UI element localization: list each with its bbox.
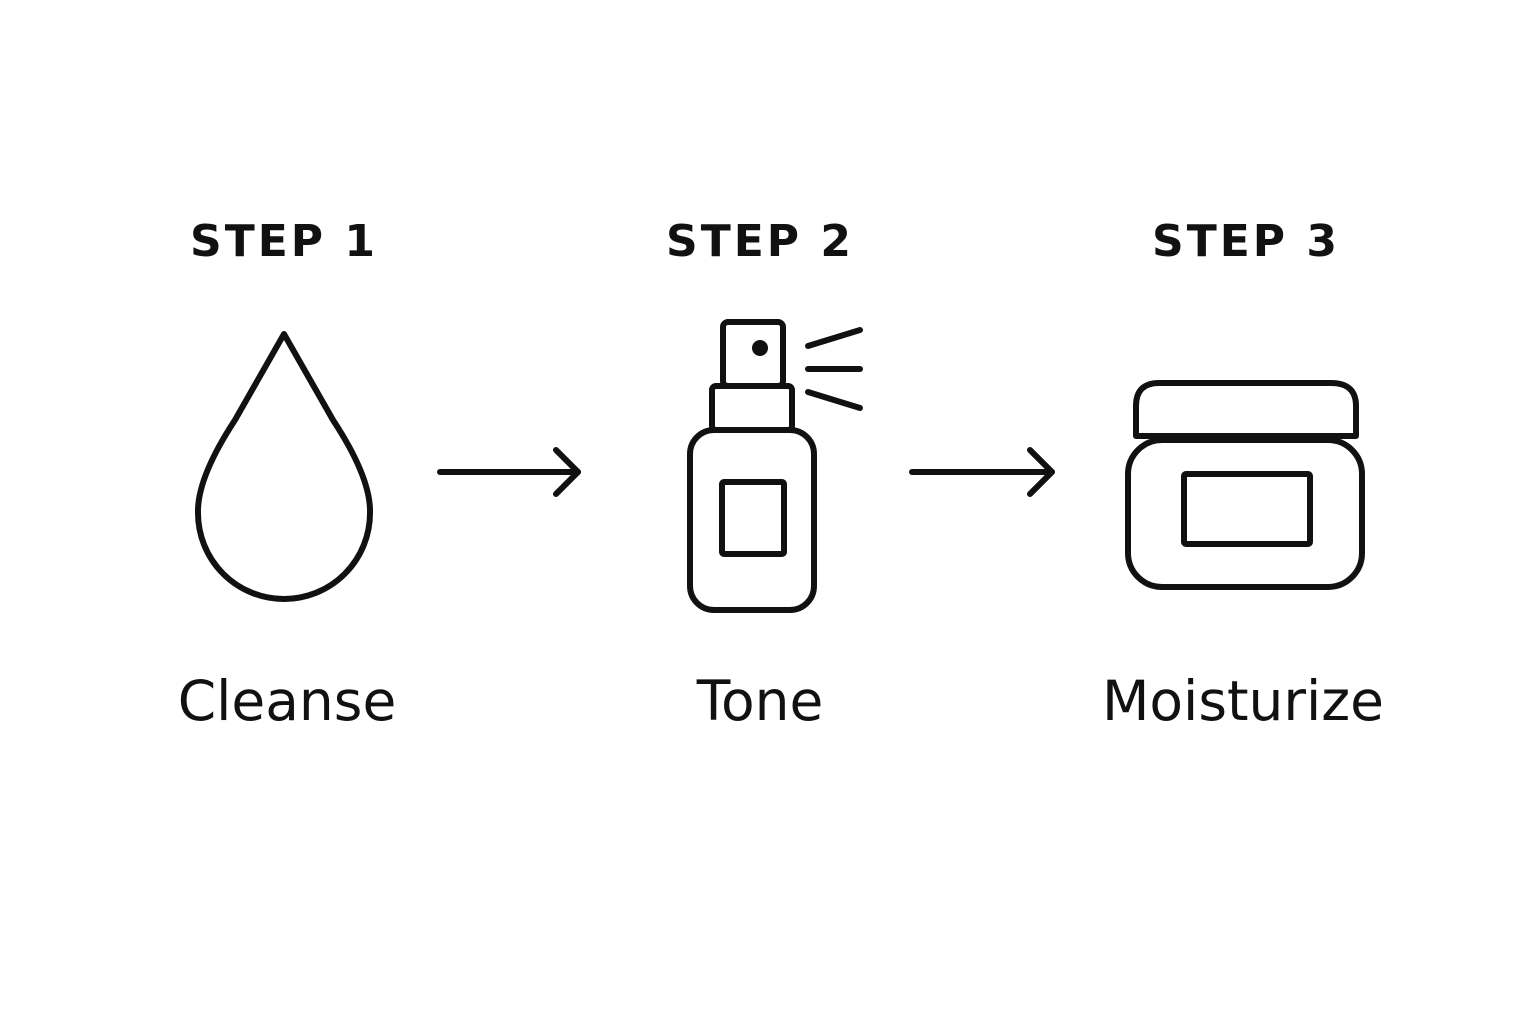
step-3-name: Moisturize [1101, 669, 1385, 733]
water-drop-icon [194, 331, 374, 602]
arrow-right-icon [437, 447, 581, 497]
step-2-label: STEP 2 [666, 216, 854, 267]
step-1-label: STEP 1 [190, 216, 378, 267]
nozzle-hole [752, 340, 768, 356]
spray-bottle-icon [687, 319, 863, 613]
cream-jar-icon [1125, 380, 1365, 590]
arrow-right-icon [909, 447, 1055, 497]
step-2-name: Tone [696, 669, 824, 733]
step-3-label: STEP 3 [1152, 216, 1340, 267]
step-1-name: Cleanse [177, 669, 397, 733]
